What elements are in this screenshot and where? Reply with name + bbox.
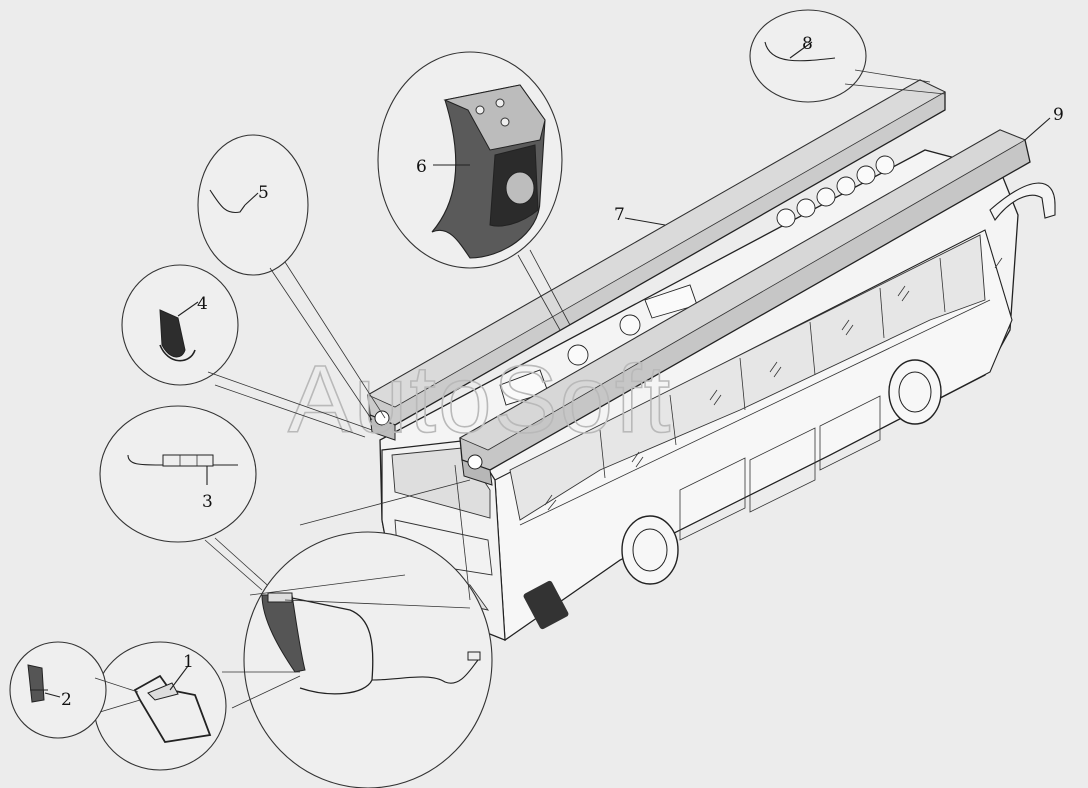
detail-bubble-8 (749, 9, 946, 103)
callout-3: 3 (202, 492, 213, 512)
detail-bubble-5 (197, 134, 386, 421)
callout-2: 2 (61, 690, 72, 710)
callout-4: 4 (197, 294, 208, 314)
callout-6: 6 (416, 157, 427, 177)
detail-bubble-2 (9, 641, 141, 739)
leader-7 (624, 217, 666, 226)
detail-bubble-1 (93, 641, 227, 771)
watermark-text: AutoSoft (288, 346, 672, 453)
callout-9: 9 (1053, 105, 1064, 125)
detail-bubble-4 (121, 264, 373, 438)
callout-1: 1 (183, 652, 194, 672)
leader-9 (1024, 117, 1051, 141)
detail-bubble-6 (377, 51, 571, 331)
roof-rail-9 (459, 129, 1031, 486)
callout-7: 7 (614, 205, 625, 225)
detail-bubble-front (222, 464, 493, 788)
callout-8: 8 (802, 34, 813, 54)
callout-5: 5 (258, 183, 269, 203)
detail-bubble-3 (99, 405, 276, 593)
